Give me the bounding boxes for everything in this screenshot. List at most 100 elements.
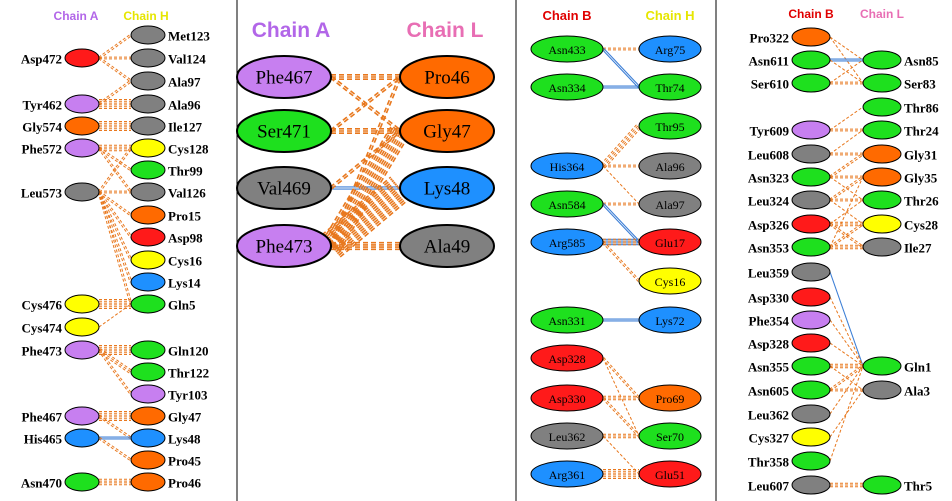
hydrophobic-contact-link — [99, 56, 132, 81]
hydrophobic-contact-link — [331, 77, 402, 133]
residue-node-asn433 — [530, 35, 604, 63]
hydrophobic-contact-link — [98, 58, 131, 83]
hydrophobic-contact-link — [829, 59, 864, 84]
residue-label: Tyr103 — [168, 388, 208, 403]
hydrophobic-contact-link — [602, 435, 640, 475]
hydrophobic-contact-link — [329, 186, 400, 246]
hydrophobic-contact-link — [331, 131, 402, 247]
residue-node-asp328 — [791, 333, 831, 353]
hydrophobic-contact-link — [335, 193, 406, 253]
residue-node-pro46 — [130, 472, 166, 492]
p4-header-right: Chain L — [860, 7, 904, 21]
residue-label: Phe467 — [256, 68, 313, 89]
hydrophobic-contact-link — [603, 126, 641, 167]
residue-label: Asn85 — [904, 54, 939, 69]
residue-label: Thr358 — [748, 455, 790, 470]
residue-label: Pro69 — [656, 392, 685, 406]
residue-label: Phe467 — [22, 410, 63, 425]
hydrophobic-contact-link — [325, 127, 396, 244]
residue-label: Asp330 — [748, 291, 789, 306]
residue-label: Phe473 — [256, 237, 313, 258]
residue-label: Val126 — [168, 186, 206, 201]
residue-node-gln1 — [862, 356, 902, 376]
residue-label: Thr86 — [904, 101, 939, 116]
panel-chain-b-chain-h: Chain B Chain H Asn433Asn334His364Asn584… — [515, 0, 717, 501]
residue-label: Asn470 — [21, 476, 62, 491]
residue-node-gly47 — [130, 406, 166, 426]
residue-label: Leu573 — [21, 186, 63, 201]
residue-node-asn355 — [791, 356, 831, 376]
residue-label: Cys16 — [168, 254, 202, 269]
residue-node-ile127 — [130, 116, 166, 136]
residue-node-leu608 — [791, 144, 831, 164]
hydrophobic-contact-link — [830, 177, 864, 202]
hydrophobic-contact-link — [331, 75, 402, 131]
hydrophobic-contact-link — [333, 132, 404, 249]
residue-label: Ile127 — [168, 120, 202, 135]
hydrophobic-contact-link — [325, 181, 396, 241]
hydrophobic-contact-link — [602, 357, 640, 437]
residue-node-leu607 — [791, 475, 831, 495]
residue-label: Phe572 — [22, 142, 62, 157]
residue-node-gly574 — [64, 116, 100, 136]
p2-interaction-links — [321, 74, 410, 258]
residue-node-thr358 — [791, 451, 831, 471]
residue-node-asn353 — [791, 237, 831, 257]
hydrophobic-contact-link — [329, 75, 400, 131]
residue-node-gln5 — [130, 294, 166, 314]
hydrophobic-contact-link — [829, 364, 863, 390]
residue-node-lys48 — [399, 166, 495, 210]
residue-label: Ser83 — [904, 77, 936, 92]
residue-node-met123 — [130, 25, 166, 45]
hydrophobic-contact-link — [331, 188, 402, 248]
residue-label: Thr24 — [904, 124, 939, 139]
residue-node-asn584 — [530, 190, 604, 218]
residue-label: Gln120 — [168, 344, 208, 359]
residue-label: Gly35 — [904, 171, 938, 186]
residue-node-leu359 — [791, 262, 831, 282]
hydrophobic-contact-link — [99, 191, 133, 260]
residue-label: Thr99 — [168, 164, 203, 179]
residue-node-pro322 — [791, 27, 831, 47]
hydrophobic-contact-link — [603, 241, 641, 281]
residue-label: Ala97 — [655, 198, 684, 212]
hydrophobic-contact-link — [99, 349, 133, 394]
residue-label: Ala49 — [424, 237, 470, 258]
hydrophobic-contact-link — [829, 176, 864, 248]
residue-node-pro15 — [130, 205, 166, 225]
residue-node-thr86 — [862, 97, 902, 117]
p3-header-right: Chain H — [645, 8, 694, 23]
hydrophobic-contact-link — [600, 123, 638, 165]
residue-label: Pro45 — [168, 454, 201, 469]
residue-label: Pro15 — [168, 209, 201, 224]
residue-node-cys476 — [64, 294, 100, 314]
residue-label: Ala3 — [904, 384, 931, 399]
hydrophobic-contact-link — [99, 191, 133, 282]
panel-chain-b-chain-l: Chain B Chain L Pro322Asn611Ser610Tyr609… — [748, 7, 939, 495]
residue-label: Asn605 — [748, 384, 790, 399]
hydrophobic-contact-link — [601, 125, 639, 166]
residue-node-lys14 — [130, 272, 166, 292]
residue-node-phe467 — [236, 55, 332, 99]
hydrophobic-contact-link — [98, 438, 131, 462]
residue-label: Lys14 — [168, 276, 201, 291]
residue-label: Pro322 — [750, 31, 789, 46]
hydrophobic-contact-link — [829, 319, 864, 367]
residue-label: Val124 — [168, 52, 206, 67]
hydrogen-bond-link — [829, 271, 864, 367]
residue-node-asp328 — [530, 344, 604, 372]
residue-node-phe354 — [791, 310, 831, 330]
hydrophobic-contact-link — [829, 36, 864, 84]
hydrophobic-contact-link — [830, 366, 864, 392]
residue-node-cys327 — [791, 427, 831, 447]
residue-label: Met123 — [168, 29, 210, 44]
residue-label: Arg75 — [655, 43, 685, 57]
residue-node-glu51 — [638, 460, 702, 488]
residue-label: His364 — [550, 160, 585, 174]
hydrophobic-contact-link — [830, 224, 864, 249]
residue-label: Arg361 — [549, 468, 585, 482]
hydrophobic-contact-link — [99, 414, 132, 438]
p2-header-right: Chain L — [407, 19, 484, 42]
residue-label: Asn611 — [749, 54, 789, 69]
hydrophobic-contact-link — [328, 184, 399, 245]
